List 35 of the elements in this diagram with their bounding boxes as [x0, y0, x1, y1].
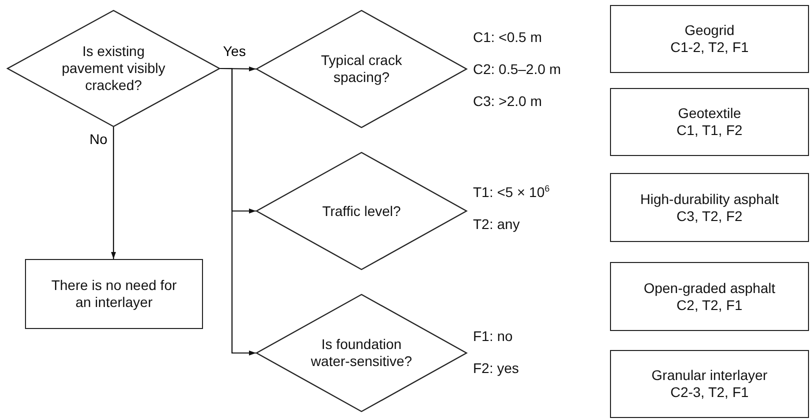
option-criteria: C2-3, T2, F1: [670, 384, 749, 401]
option-title: Open-graded asphalt: [644, 280, 776, 296]
process-box: [610, 88, 809, 156]
process-box: [25, 259, 203, 329]
criterion-label: T2: any: [473, 216, 520, 233]
option-criteria: C2, T2, F1: [676, 296, 742, 314]
question-text: Is existing pavement visibly cracked?: [60, 43, 166, 94]
decision-diamond: [256, 10, 467, 128]
decision-diamond: [256, 152, 467, 270]
criterion-label: C1: <0.5 m: [473, 29, 542, 46]
criterion-label: F2: yes: [473, 360, 519, 377]
decision-diamond: [7, 10, 220, 127]
question-text: Typical crack spacing?: [320, 52, 403, 86]
process-box: [610, 173, 809, 242]
process-box: [610, 350, 809, 418]
option-criteria: C1, T1, F2: [676, 122, 742, 139]
criterion-label: C3: >2.0 m: [473, 93, 542, 110]
question-text: Is foundation water-sensitive?: [310, 336, 414, 370]
option-title: There is no need for an interlayer: [50, 277, 178, 311]
process-box: [610, 5, 809, 73]
criterion-label: T1: <5 × 10$^{6}$: [473, 184, 550, 201]
question-text: Traffic level?: [322, 202, 401, 220]
decision-diamond: [256, 294, 467, 412]
option-title: High-durability asphalt: [640, 190, 779, 208]
option-criteria: C1-2, T2, F1: [670, 39, 749, 56]
option-title: Geotextile: [678, 105, 742, 122]
option-title: Granular interlayer: [652, 367, 768, 384]
criterion-label: F1: no: [473, 328, 513, 345]
option-title: Geogrid: [684, 22, 734, 39]
arrow: [220, 68, 256, 356]
process-box: [610, 262, 809, 331]
option-criteria: C3, T2, F2: [676, 208, 742, 224]
criterion-label: C2: 0.5–2.0 m: [473, 61, 561, 78]
arrow: [111, 127, 116, 259]
edge-label: No: [88, 131, 108, 147]
